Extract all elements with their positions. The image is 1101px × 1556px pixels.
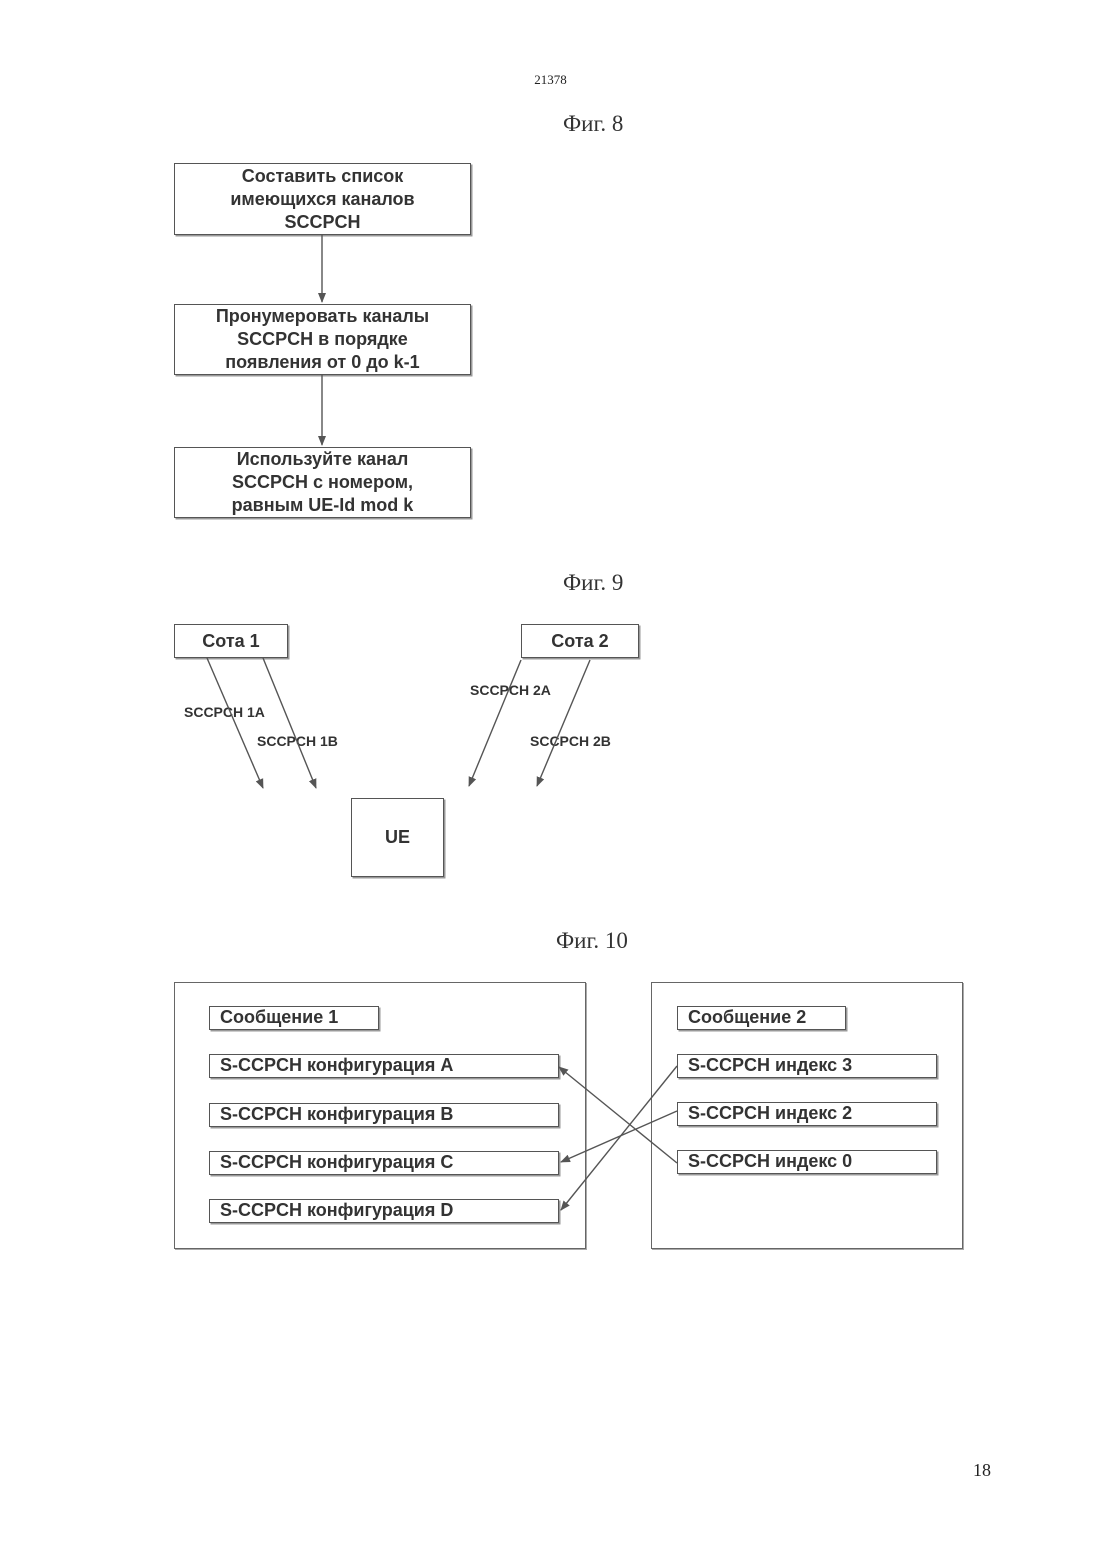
arrow-sccpch-1b [263, 658, 316, 788]
arrow-sccpch-2b [537, 660, 590, 786]
arrow-index2-to-config-c [561, 1111, 677, 1162]
arrow-index3-to-config-d [561, 1066, 677, 1210]
arrow-sccpch-2a [469, 660, 521, 786]
arrow-sccpch-1a [207, 658, 263, 788]
arrow-index0-to-config-a [559, 1067, 677, 1163]
